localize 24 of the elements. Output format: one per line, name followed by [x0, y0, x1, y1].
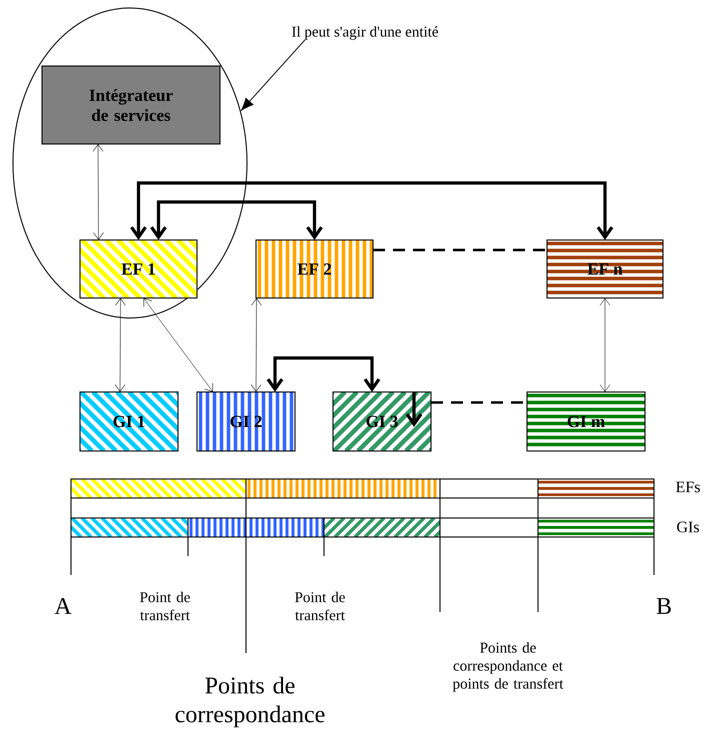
arrow	[150, 200, 323, 240]
point-label: Point de transfert	[140, 592, 190, 620]
point-label: Points de correspondance	[176, 676, 324, 728]
double-arrow	[92, 144, 104, 240]
operator-box: EF 2	[256, 240, 374, 298]
entity-ellipse	[12, 8, 248, 318]
row-label: EFs	[676, 482, 700, 492]
end-label: A	[54, 598, 72, 614]
double-arrow	[250, 298, 262, 392]
point-label: Points de correspondance et points de transfert	[452, 642, 564, 692]
double-arrow	[600, 298, 610, 392]
point-label: Point de transfert	[295, 592, 345, 620]
double-arrow	[114, 298, 126, 392]
arrow	[266, 356, 380, 392]
row-label: GIs	[677, 522, 699, 532]
end-label: B	[656, 598, 671, 614]
arrow	[241, 39, 306, 111]
double-arrow	[144, 298, 213, 392]
service-box: Intégrateur de services	[42, 66, 220, 144]
dashed-line	[373, 248, 547, 252]
annotation-text: Il peut s'agir d'une entité	[292, 26, 438, 40]
manager-box: GI 2	[196, 392, 296, 452]
arrow	[406, 392, 422, 427]
arrow	[130, 181, 614, 240]
